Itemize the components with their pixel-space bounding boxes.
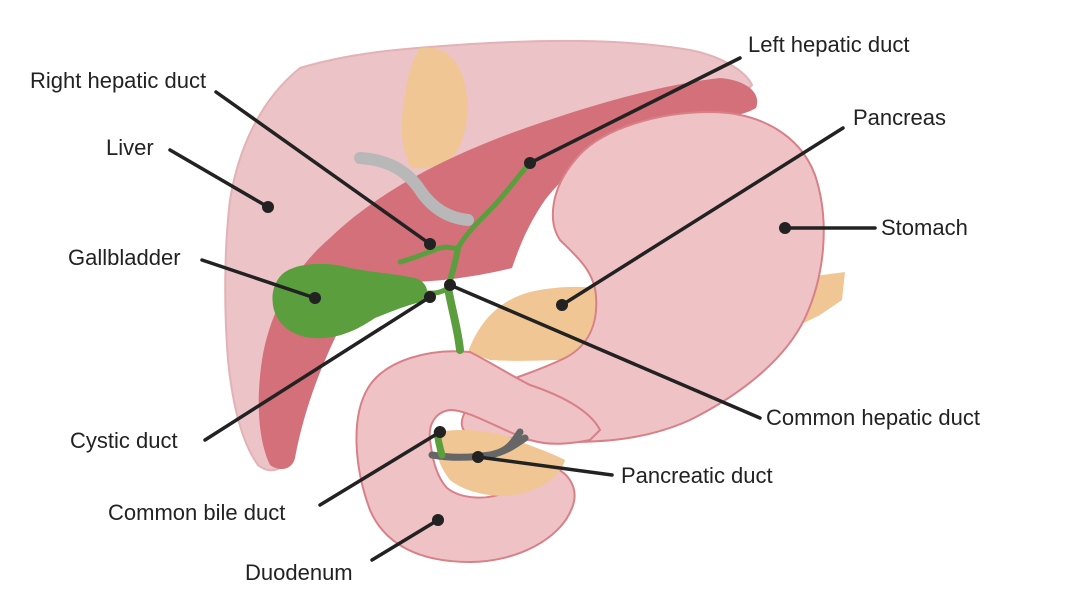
label-dots — [262, 157, 791, 526]
label-cystic-duct: Cystic duct — [70, 428, 178, 453]
pancreas-head — [436, 430, 565, 496]
label-duodenum: Duodenum — [245, 560, 353, 585]
label-common-bile-duct: Common bile duct — [108, 500, 286, 525]
round-ligament — [354, 152, 474, 226]
label-common-hepatic-duct: Common hepatic duct — [766, 405, 980, 430]
gallbladder-shape — [272, 263, 428, 339]
falciform-ligament — [401, 47, 468, 169]
label-stomach: Stomach — [881, 215, 968, 240]
label-right-hepatic-duct: Right hepatic duct — [30, 68, 207, 93]
leader-lines — [168, 56, 877, 562]
label-pancreas: Pancreas — [853, 105, 946, 130]
label-liver: Liver — [106, 135, 154, 160]
label-pancreatic-duct: Pancreatic duct — [621, 463, 773, 488]
label-gallbladder: Gallbladder — [68, 245, 181, 270]
pancreatic-duct-shape — [428, 428, 529, 461]
label-left-hepatic-duct: Left hepatic duct — [748, 32, 910, 57]
